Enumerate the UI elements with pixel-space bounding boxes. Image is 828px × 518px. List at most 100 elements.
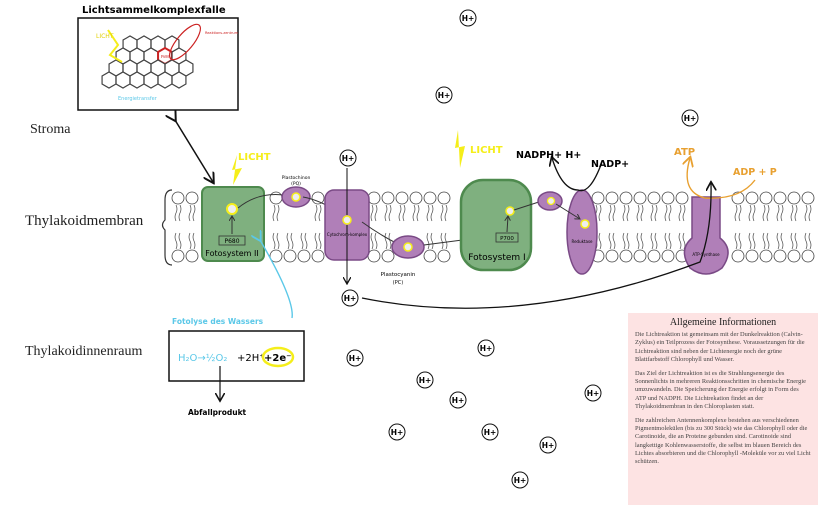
info-paragraph-3: Die zahlreichen Antennenkomplexe bestehe…	[635, 417, 811, 466]
lipid-head	[311, 249, 325, 263]
lipid-head	[647, 191, 661, 205]
plastoquinon-abbr: (PQ)	[291, 181, 301, 187]
info-box: Allgemeine Informationen Die Lichtreakti…	[628, 313, 818, 505]
svg-text:H+: H+	[452, 396, 465, 405]
lipid-head	[759, 249, 773, 263]
proton-icon: H+	[477, 339, 495, 357]
lipid-head	[591, 191, 605, 205]
protons: H+H+H+H+H+H+H+H+H+H+H+H+H+H+	[339, 9, 699, 489]
svg-text:H+: H+	[342, 154, 355, 163]
proton-icon: H+	[339, 149, 357, 167]
svg-text:H+: H+	[438, 91, 451, 100]
lipid-head	[787, 191, 801, 205]
water-formula: H₂O→½O₂	[178, 352, 227, 364]
antenna-hexagons: P680	[101, 35, 194, 89]
lipid-head	[605, 249, 619, 263]
lipid-head	[647, 249, 661, 263]
lipid-head	[423, 249, 437, 263]
proton-icon: H+	[584, 384, 602, 402]
lipid-head	[367, 249, 381, 263]
lipid-head	[297, 249, 311, 263]
lipid-head	[745, 191, 759, 205]
nadph-label: NADPH+ H+	[516, 150, 581, 161]
proton-flow-arrow	[361, 183, 711, 309]
reaction-center-p680-label: P680	[161, 54, 169, 59]
antenna-title: Lichtsammelkomplexfalle	[82, 5, 226, 16]
svg-text:H+: H+	[391, 428, 404, 437]
info-paragraph-2: Das Ziel der Lichtreaktion ist es die St…	[635, 370, 806, 410]
pigment-hexagon	[101, 71, 117, 89]
antenna-light-bolt	[107, 29, 123, 63]
atp-label: ATP	[674, 147, 695, 158]
svg-text:H+: H+	[587, 389, 600, 398]
region-lumen: Thylakoidinnenraum	[25, 344, 143, 359]
lipid-head	[269, 191, 283, 205]
atp-synthase	[683, 196, 729, 275]
proton-icon: H+	[681, 109, 699, 127]
lipid-head	[381, 249, 395, 263]
photosystem-2	[201, 186, 265, 262]
light-label: LICHT	[238, 152, 271, 163]
lipid-head	[395, 191, 409, 205]
svg-text:H+: H+	[344, 294, 357, 303]
proton-icon: H+	[341, 289, 359, 307]
lipid-head	[423, 191, 437, 205]
lipid-head	[367, 191, 381, 205]
proton-icon: H+	[416, 371, 434, 389]
pigment-hexagon	[129, 71, 145, 89]
lipid-head	[605, 191, 619, 205]
reaction-center-label: Reaktions-zentrum	[205, 31, 239, 35]
electron-icon	[226, 203, 238, 215]
membrane-brace	[161, 189, 173, 266]
region-membrane: Thylakoidmembran	[25, 213, 144, 229]
plastocyanin-label: Plastocyanin	[381, 272, 416, 278]
lipid-head	[619, 191, 633, 205]
light-label: LICHT	[470, 145, 503, 156]
photosystem-1	[459, 178, 533, 272]
proton-icon: H+	[459, 9, 477, 27]
p680-label: P680	[224, 238, 239, 245]
photosystem-2-label: Fotosystem II	[205, 249, 258, 258]
nadp-label: NADP+	[591, 159, 629, 170]
lipid-head	[745, 249, 759, 263]
lipid-head	[283, 249, 297, 263]
region-stroma: Stroma	[30, 122, 71, 137]
lipid-head	[437, 249, 451, 263]
electron-formula: +2e⁻	[264, 353, 291, 364]
lipid-head	[773, 191, 787, 205]
atp-synthase-label: ATP-Synthase	[692, 252, 720, 257]
proton-icon: H+	[511, 471, 529, 489]
energy-transfer-label: Energietransfer	[118, 96, 158, 102]
lipid-head	[759, 191, 773, 205]
lipid-head	[731, 249, 745, 263]
reductase	[566, 189, 598, 275]
info-paragraph-1: Die Lichtreaktion ist gemeinsam mit der …	[635, 331, 805, 363]
svg-text:H+: H+	[684, 114, 697, 123]
plastocyanin-abbr: (PC)	[393, 280, 403, 286]
p700-label: P700	[500, 236, 514, 242]
proton-icon: H+	[388, 423, 406, 441]
svg-text:H+: H+	[419, 376, 432, 385]
lipid-head	[675, 191, 689, 205]
electron-highlight	[261, 346, 295, 368]
lipid-head	[801, 191, 815, 205]
lipid-head	[633, 249, 647, 263]
light-bolt-icon	[455, 130, 465, 168]
pigment-hexagon	[157, 71, 173, 89]
pigment-hexagon	[171, 71, 187, 89]
adp-label: ADP + P	[733, 167, 777, 178]
svg-text:H+: H+	[462, 14, 475, 23]
plastoquinon-label: Plastochinon	[282, 175, 311, 181]
lipid-head	[437, 191, 451, 205]
lipid-head	[633, 191, 647, 205]
svg-text:H+: H+	[542, 441, 555, 450]
lipid-head	[661, 249, 675, 263]
reductase-label: Reduktase	[571, 239, 593, 244]
photolysis-arrow	[260, 240, 293, 319]
proton-icon: H+	[481, 423, 499, 441]
lipid-head	[171, 249, 185, 263]
proton-formula: +2H⁺	[237, 353, 265, 364]
lipid-head	[661, 191, 675, 205]
lipid-head	[787, 249, 801, 263]
